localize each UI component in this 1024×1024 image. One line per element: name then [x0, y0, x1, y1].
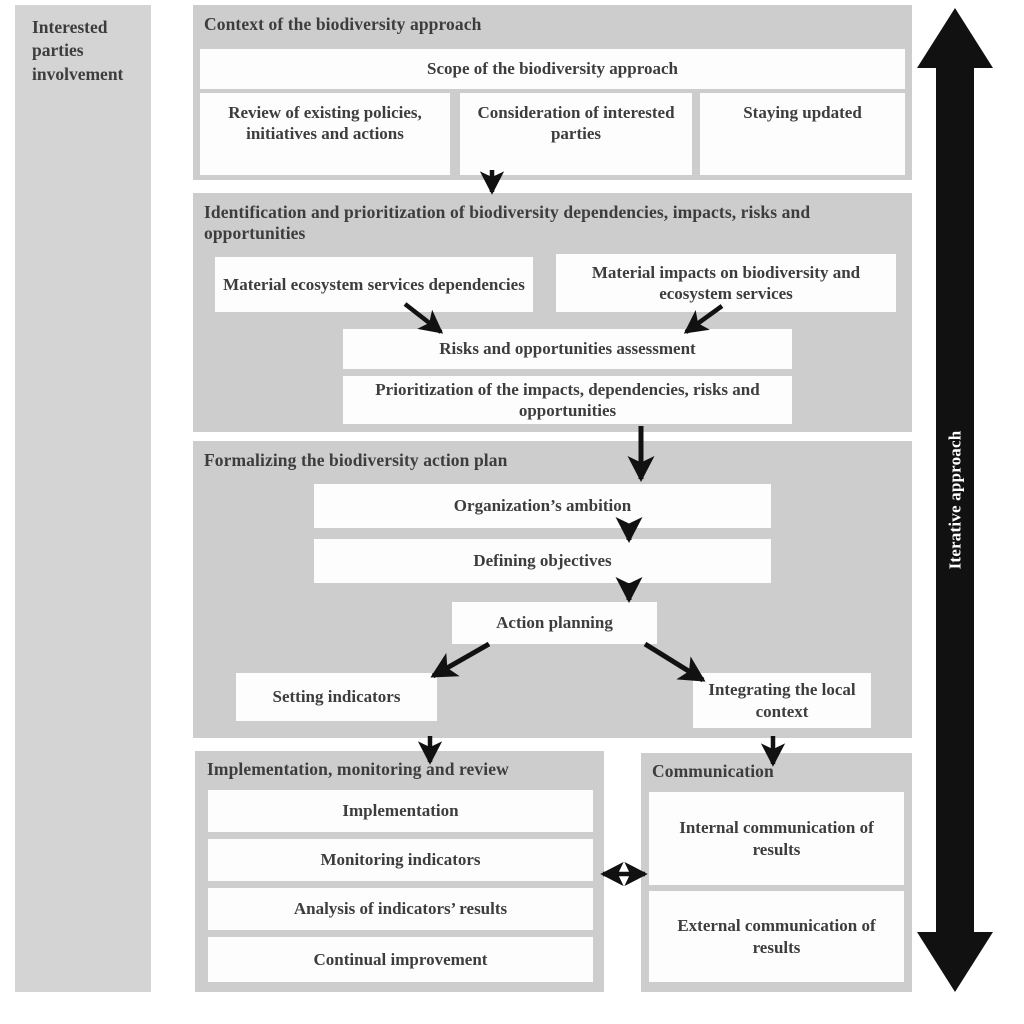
- double-headed-arrow-shape: [917, 8, 993, 992]
- identification-section-title: Identification and prioritization of bio…: [204, 202, 811, 244]
- integrating-the-local-context-box[interactable]: Integrating the local context: [693, 673, 871, 728]
- interested-parties-involvement-label: Interested parties involvement: [32, 17, 124, 84]
- context-section-title: Context of the biodiversity approach: [204, 14, 482, 34]
- review-of-existing-policies-box[interactable]: Review of existing policies, initiatives…: [200, 93, 450, 175]
- staying-updated-box[interactable]: Staying updated: [700, 93, 905, 175]
- interested-parties-involvement-panel: Interested parties involvement: [15, 5, 151, 992]
- scope-box[interactable]: Scope of the biodiversity approach: [200, 49, 905, 89]
- material-impacts-on-biodiversity-box[interactable]: Material impacts on biodiversity and eco…: [556, 254, 896, 312]
- internal-communication-of-results-box[interactable]: Internal communication of results: [649, 792, 904, 885]
- material-ecosystem-services-dependencies-box[interactable]: Material ecosystem services dependencies: [215, 257, 533, 312]
- continual-improvement-item-box[interactable]: Continual improvement: [208, 937, 593, 982]
- formalizing-section-title: Formalizing the biodiversity action plan: [204, 450, 508, 470]
- consideration-of-interested-parties-box[interactable]: Consideration of interested parties: [460, 93, 692, 175]
- organizations-ambition-box[interactable]: Organization’s ambition: [314, 484, 771, 528]
- analysis-of-indicators-results-item-box[interactable]: Analysis of indicators’ results: [208, 888, 593, 930]
- prioritization-box[interactable]: Prioritization of the impacts, dependenc…: [343, 376, 792, 424]
- monitoring-indicators-item-box[interactable]: Monitoring indicators: [208, 839, 593, 881]
- external-communication-of-results-box[interactable]: External communication of results: [649, 891, 904, 982]
- communication-section-title: Communication: [652, 761, 774, 781]
- implementation-item-box[interactable]: Implementation: [208, 790, 593, 832]
- setting-indicators-box[interactable]: Setting indicators: [236, 673, 437, 721]
- action-planning-box[interactable]: Action planning: [452, 602, 657, 644]
- defining-objectives-box[interactable]: Defining objectives: [314, 539, 771, 583]
- risks-and-opportunities-assessment-box[interactable]: Risks and opportunities assessment: [343, 329, 792, 369]
- iterative-approach-arrow: Iterative approach: [916, 8, 994, 992]
- implementation-section-title: Implementation, monitoring and review: [207, 759, 509, 779]
